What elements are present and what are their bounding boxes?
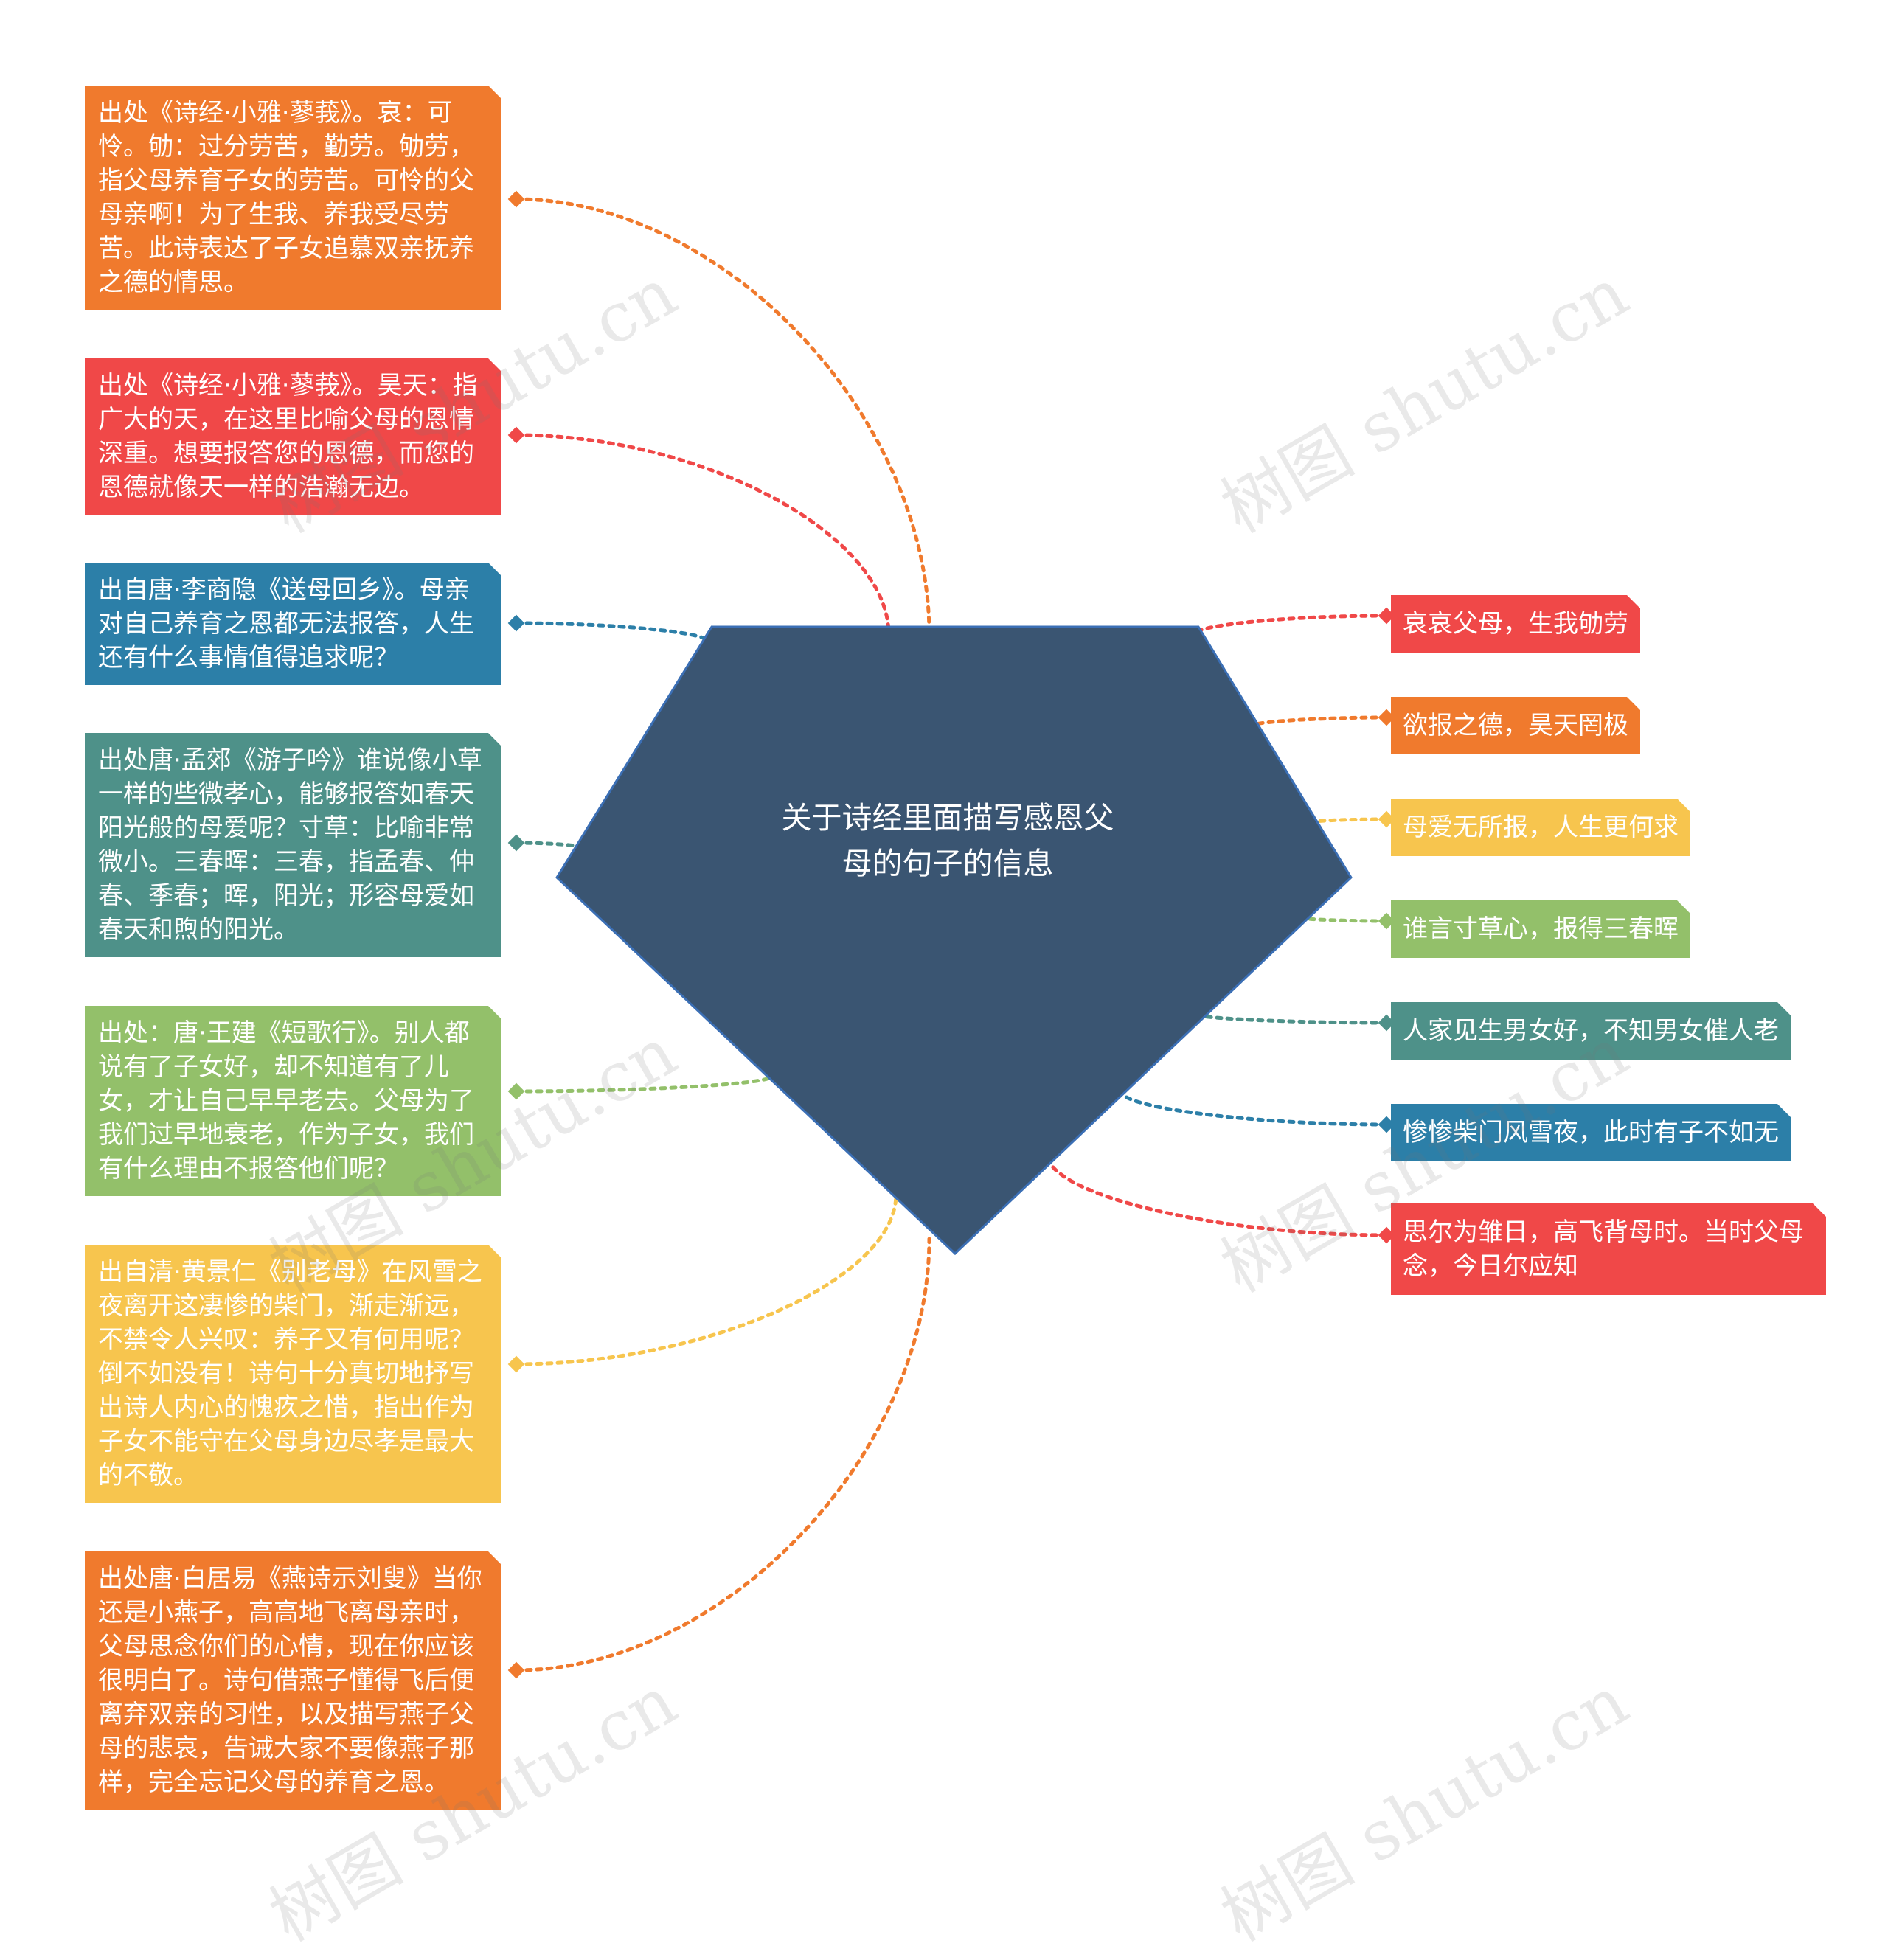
left-connector-3-diamond <box>507 614 525 632</box>
left-connector-4-diamond <box>507 834 525 852</box>
center-pentagon <box>555 625 1353 1256</box>
right-node-6[interactable]: 惨惨柴门风雪夜，此时有子不如无 <box>1391 1104 1791 1161</box>
right-node-5[interactable]: 人家见生男女好，不知男女催人老 <box>1391 1002 1791 1060</box>
right-connector-6-diamond <box>1378 1116 1395 1133</box>
left-connector-7-diamond <box>507 1661 525 1679</box>
right-connector-2 <box>1248 715 1389 729</box>
left-connector-1-diamond <box>507 190 525 208</box>
right-connector-1 <box>1193 614 1389 636</box>
left-connector-7 <box>514 1237 931 1672</box>
right-connector-6 <box>1119 1089 1389 1127</box>
right-node-7[interactable]: 思尔为雏日，高飞背母时。当时父母念，今日尔应知 <box>1391 1203 1826 1295</box>
right-connector-7 <box>1045 1152 1389 1237</box>
left-node-3[interactable]: 出自唐·李商隐《送母回乡》。母亲对自己养育之恩都无法报答，人生还有什么事情值得追… <box>85 563 502 685</box>
left-connector-2 <box>514 433 891 636</box>
connector-layer <box>507 190 1395 1679</box>
left-node-7[interactable]: 出处唐·白居易《燕诗示刘叟》当你还是小燕子，高高地飞离母亲时，父母思念你们的心情… <box>85 1551 502 1810</box>
left-node-1[interactable]: 出处《诗经·小雅·蓼莪》。哀：可怜。劬：过分劳苦，勤劳。劬劳，指父母养育子女的劳… <box>85 86 502 310</box>
right-connector-3 <box>1311 817 1389 824</box>
left-connector-1 <box>514 197 931 636</box>
left-connector-5 <box>514 1074 773 1094</box>
left-node-4[interactable]: 出处唐·孟郊《游子吟》谁说像小草一样的些微孝心，能够报答如春天阳光般的母爱呢？寸… <box>85 733 502 957</box>
left-node-2[interactable]: 出处《诗经·小雅·蓼莪》。昊天：指广大的天，在这里比喻父母的恩情深重。想要报答您… <box>85 358 502 515</box>
right-node-1[interactable]: 哀哀父母，生我劬劳 <box>1391 595 1640 653</box>
left-node-6[interactable]: 出自清·黄景仁《别老母》在风雪之夜离开这凄惨的柴门，渐走渐远，不禁令人兴叹：养子… <box>85 1245 502 1503</box>
right-connector-5-diamond <box>1378 1014 1395 1032</box>
right-connector-3-diamond <box>1378 810 1395 828</box>
right-node-2[interactable]: 欲报之德，昊天罔极 <box>1391 697 1640 754</box>
center-topic-line-2: 母的句子的信息 <box>841 846 1054 881</box>
right-node-4[interactable]: 谁言寸草心，报得三春晖 <box>1391 900 1690 958</box>
right-connector-4-diamond <box>1378 912 1395 930</box>
left-node-5[interactable]: 出处：唐·王建《短歌行》。别人都说有了子女好，却不知道有了儿女，才让自己早早老去… <box>85 1006 502 1196</box>
left-connector-6 <box>514 1192 898 1366</box>
center-topic[interactable]: 关于诗经里面描写感恩父 母的句子的信息 <box>726 795 1169 886</box>
right-node-3[interactable]: 母爱无所报，人生更何求 <box>1391 799 1690 856</box>
left-connector-5-diamond <box>507 1082 525 1100</box>
right-connector-5 <box>1193 1012 1389 1025</box>
connector-end-markers <box>507 190 1395 1679</box>
left-connector-4 <box>514 841 585 850</box>
right-connector-2-diamond <box>1378 709 1395 726</box>
right-connector-7-diamond <box>1378 1226 1395 1244</box>
left-connector-3 <box>514 621 710 644</box>
right-connector-1-diamond <box>1378 607 1395 625</box>
right-connector-4 <box>1303 916 1389 923</box>
center-topic-line-1: 关于诗经里面描写感恩父 <box>781 800 1114 835</box>
left-connector-6-diamond <box>507 1355 525 1373</box>
left-connector-2-diamond <box>507 426 525 444</box>
